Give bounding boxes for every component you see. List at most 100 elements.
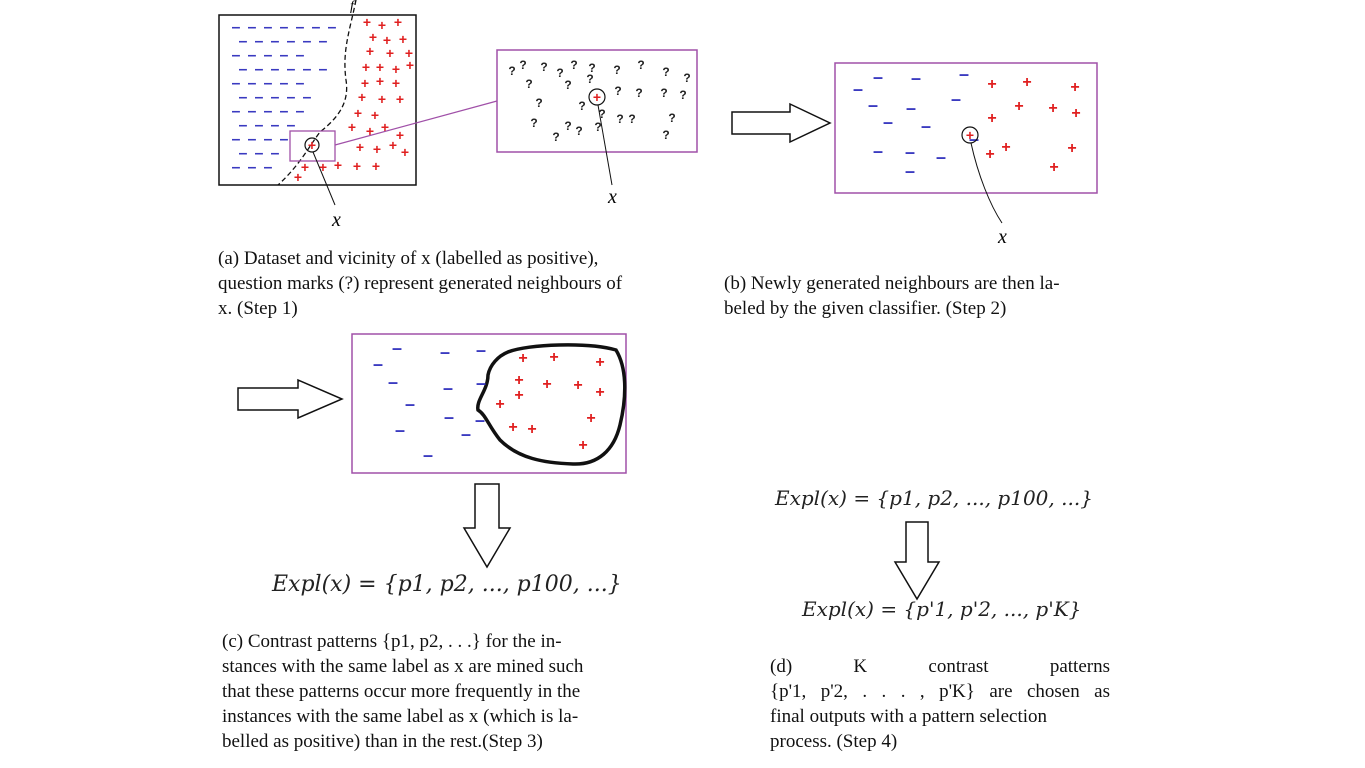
positive-mark: + <box>514 372 523 389</box>
negative-mark: – <box>255 89 264 106</box>
positive-mark: + <box>396 127 404 143</box>
positive-mark: + <box>378 17 386 33</box>
question-mark: ? <box>662 65 669 79</box>
negative-mark: – <box>255 61 264 78</box>
negative-mark: – <box>296 75 305 92</box>
positive-mark: + <box>518 350 527 367</box>
positive-mark: + <box>362 59 370 75</box>
negative-mark: – <box>853 79 863 99</box>
negative-mark: – <box>239 33 248 50</box>
question-mark: ? <box>519 58 526 72</box>
caption-c: (c) Contrast patterns {p1, p2, . . .} fo… <box>222 629 659 754</box>
positive-mark: + <box>301 159 309 175</box>
question-mark: ? <box>635 86 642 100</box>
negative-mark: – <box>232 159 241 176</box>
negative-mark: – <box>959 64 969 84</box>
positive-mark: + <box>586 410 595 427</box>
positive-mark: + <box>386 45 394 61</box>
negative-mark: – <box>303 33 312 50</box>
negative-mark: – <box>280 75 289 92</box>
caption-d-line: final outputs with a pattern selection <box>770 706 1048 727</box>
question-mark: ? <box>552 130 559 144</box>
question-mark: ? <box>525 77 532 91</box>
negative-mark: – <box>405 394 415 414</box>
negative-mark: – <box>951 89 961 109</box>
negative-mark: – <box>248 19 257 36</box>
positive-mark: + <box>392 61 400 77</box>
negative-mark: – <box>248 131 257 148</box>
positive-mark: + <box>573 377 582 394</box>
negative-mark: – <box>271 89 280 106</box>
negative-mark: – <box>287 33 296 50</box>
negative-mark: – <box>911 68 921 88</box>
question-mark: ? <box>662 128 669 142</box>
negative-mark: – <box>271 61 280 78</box>
positive-mark: + <box>514 387 523 404</box>
negative-mark: – <box>475 410 485 430</box>
negative-mark: – <box>255 145 264 162</box>
question-mark: ? <box>556 66 563 80</box>
negative-mark: – <box>873 67 883 87</box>
positive-mark: + <box>294 169 302 185</box>
negative-mark: – <box>312 19 321 36</box>
positive-mark: + <box>508 419 517 436</box>
negative-mark: – <box>440 342 450 362</box>
expl-equation-d2: Expl(x) = {p'1, p'2, ..., p'K} <box>802 597 1082 621</box>
positive-mark: + <box>366 43 374 59</box>
caption-d-line: {p'1, p'2, . . . , p'K} are chosen as <box>770 681 1110 702</box>
panel-b-x-circle <box>961 126 979 144</box>
down-arrow-2 <box>893 521 941 601</box>
negative-mark: – <box>461 424 471 444</box>
panel-b-x-mark: + <box>966 127 974 143</box>
positive-mark: + <box>366 123 374 139</box>
negative-mark: – <box>303 89 312 106</box>
labeled-positive-points: +++++++++++ <box>985 74 1080 176</box>
positive-mark: + <box>383 32 391 48</box>
positive-mark: + <box>495 396 504 413</box>
negative-mark: – <box>423 445 433 465</box>
x-label-a: x <box>331 209 341 231</box>
dataset-frame <box>218 14 417 186</box>
positive-mark: + <box>353 158 361 174</box>
caption-a-line: question marks (?) represent generated n… <box>218 273 623 294</box>
negative-mark: – <box>476 340 486 360</box>
down-arrow-1 <box>462 483 512 569</box>
question-mark: ? <box>586 72 593 86</box>
question-mark: ? <box>660 86 667 100</box>
positive-mark: + <box>1070 79 1079 96</box>
pointer-line <box>312 151 336 206</box>
positive-mark: + <box>987 110 996 127</box>
positive-mark: + <box>361 75 369 91</box>
negative-mark: – <box>373 354 383 374</box>
negative-mark: – <box>248 103 257 120</box>
positive-mark: + <box>348 119 356 135</box>
instance-x-mark: + <box>308 137 316 153</box>
positive-mark: + <box>987 76 996 93</box>
panel-c-negative-points: ––––––––––––– <box>373 338 486 465</box>
positive-mark: + <box>376 59 384 75</box>
negative-mark: – <box>232 103 241 120</box>
caption-b-line: beled by the given classifier. (Step 2) <box>724 298 1007 319</box>
positive-mark: + <box>396 91 404 107</box>
positive-mark: + <box>1067 140 1076 157</box>
positive-mark: + <box>985 146 994 163</box>
caption-b: (b) Newly generated neighbours are then … <box>724 271 1114 321</box>
zoom-x-circle <box>588 88 606 106</box>
caption-a: (a) Dataset and vicinity of x (labelled … <box>218 246 706 321</box>
positive-mark: + <box>371 107 379 123</box>
negative-mark: – <box>287 61 296 78</box>
caption-a-line: (a) Dataset and vicinity of x (labelled … <box>218 248 599 269</box>
panel-c-frame <box>351 333 627 474</box>
negative-mark: – <box>239 117 248 134</box>
question-mark: ? <box>598 107 605 121</box>
positive-mark: + <box>1049 159 1058 176</box>
positive-mark: + <box>1001 139 1010 156</box>
positive-mark: + <box>1014 98 1023 115</box>
negative-mark: – <box>905 142 915 162</box>
zoom-connector <box>334 100 498 146</box>
pattern-region <box>476 343 627 466</box>
question-mark: ? <box>668 111 675 125</box>
positive-mark: + <box>378 91 386 107</box>
negative-mark: – <box>444 407 454 427</box>
negative-mark: – <box>264 75 273 92</box>
